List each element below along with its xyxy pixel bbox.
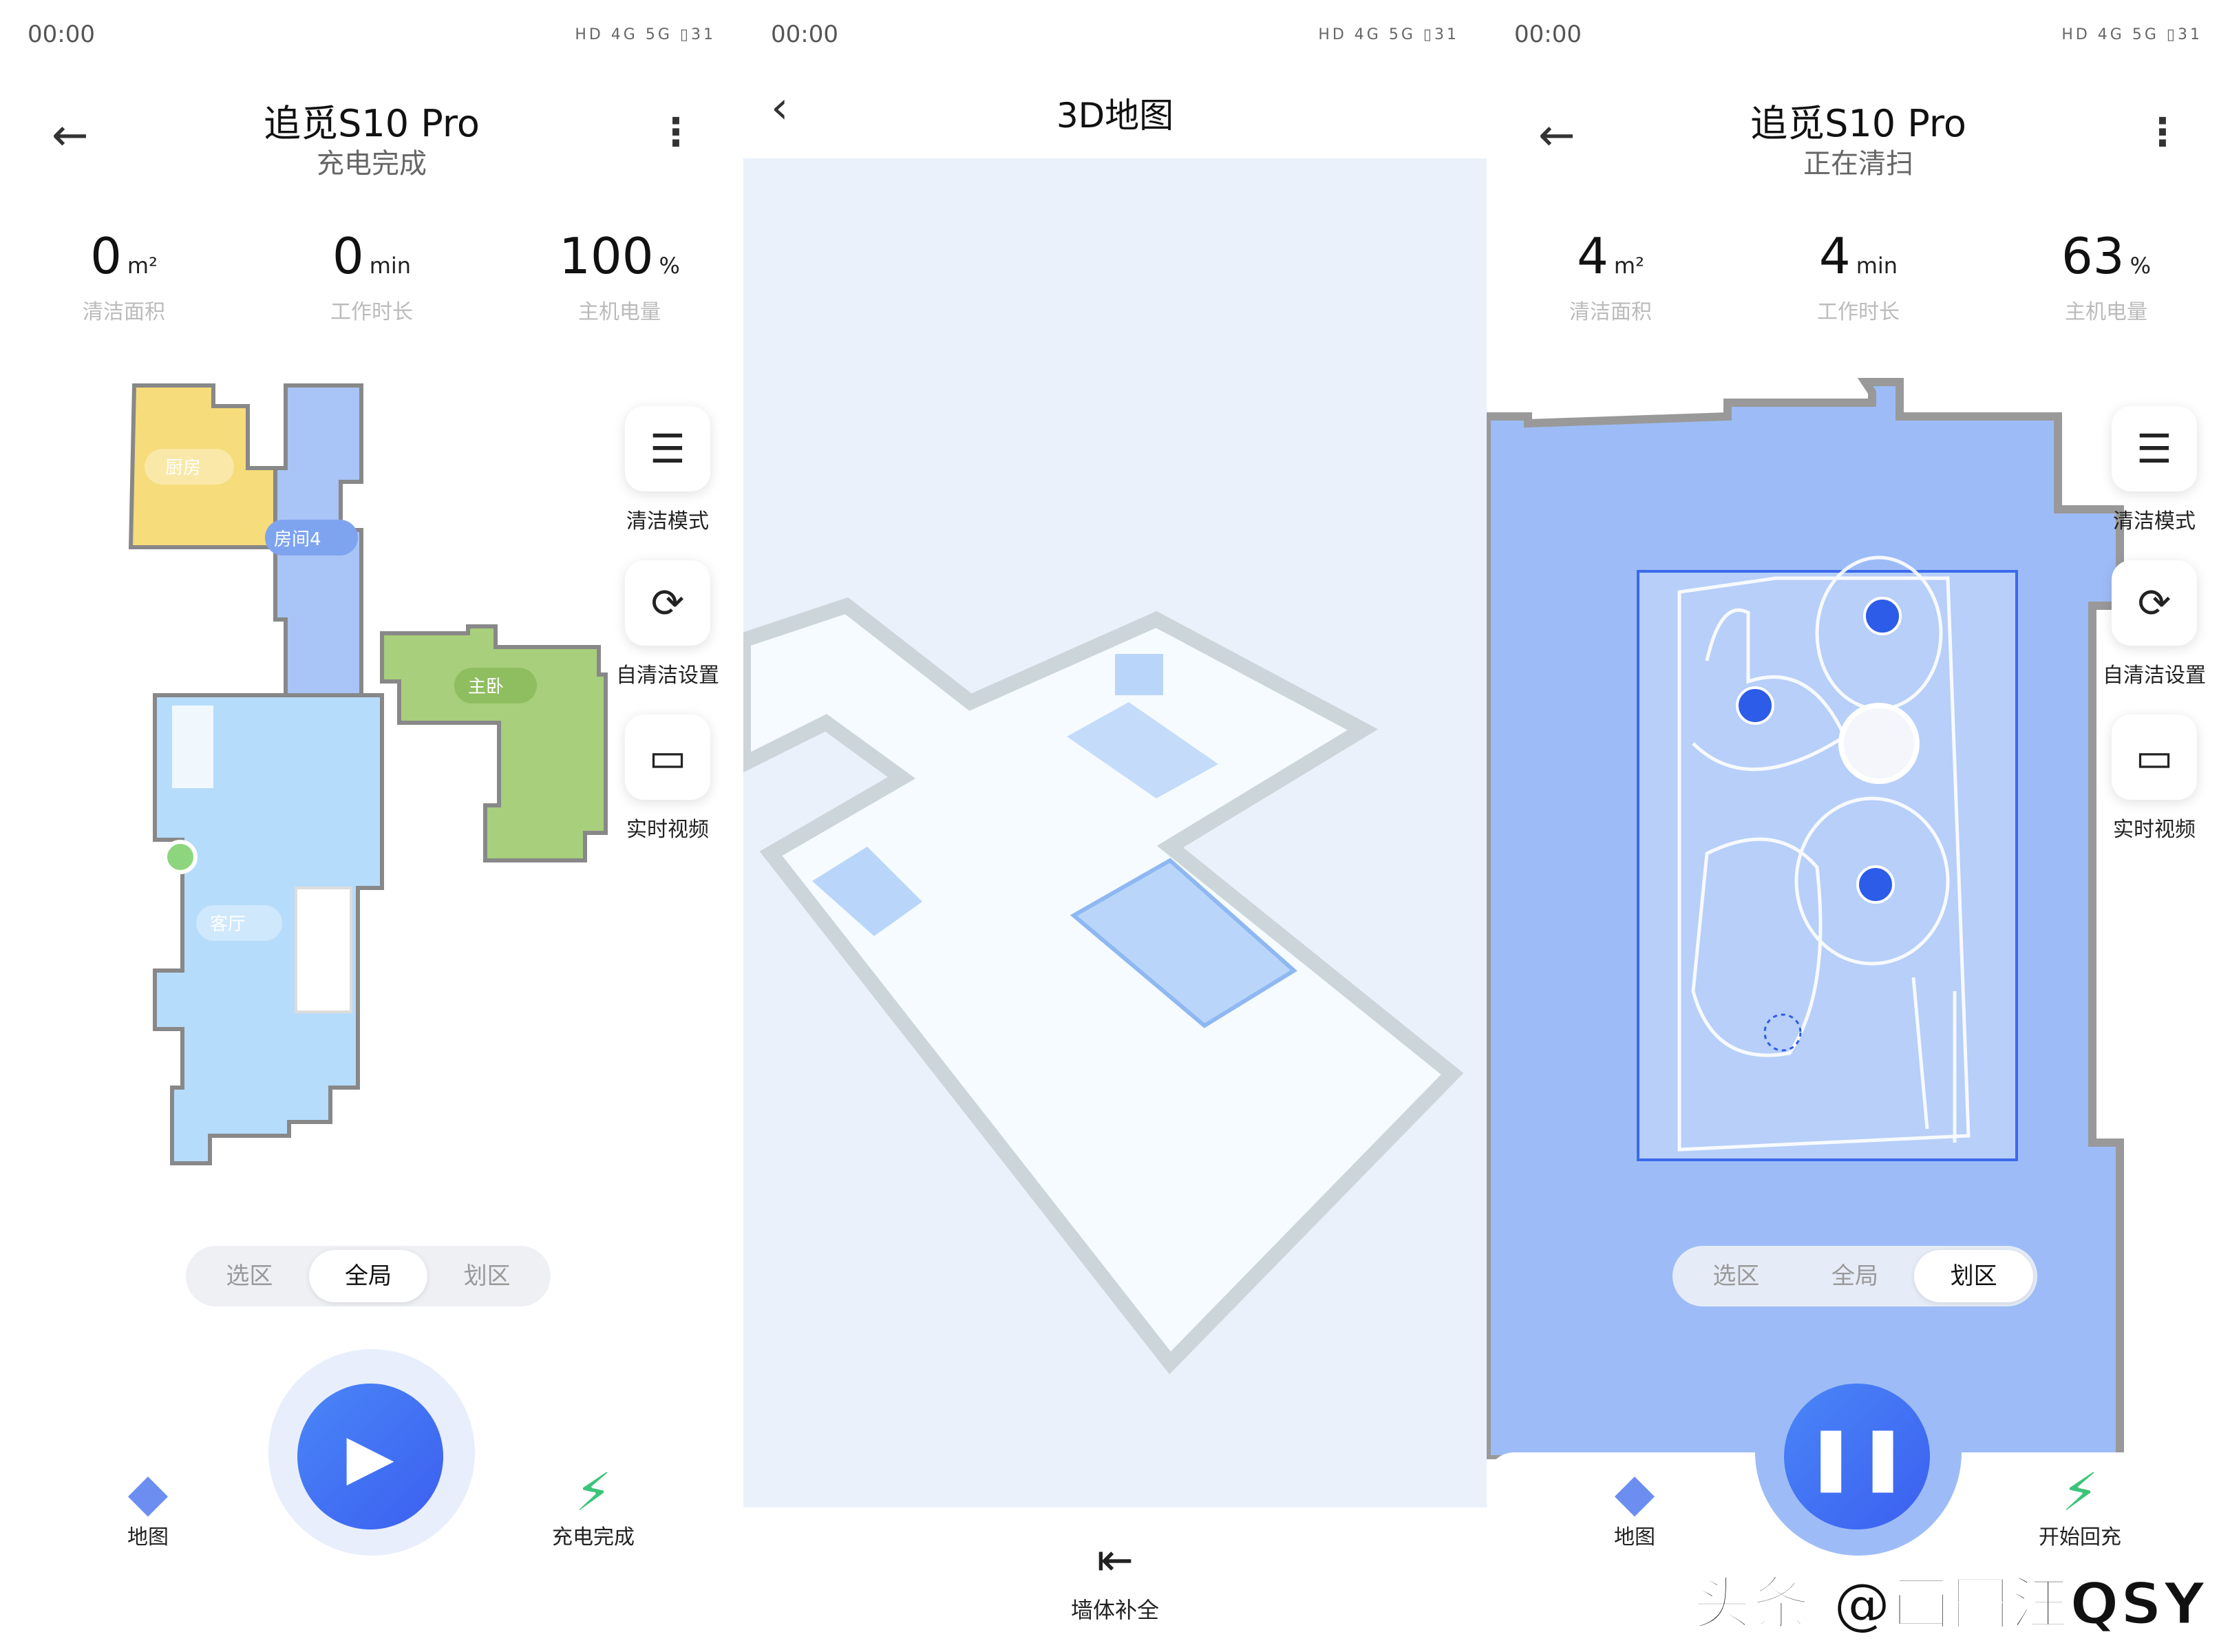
nav-charge[interactable]: ⚡充电完成 [524, 1459, 662, 1550]
device-status: 充电完成 [317, 148, 427, 180]
floor-map[interactable]: 厨房 房间4 主卧 客厅 [0, 365, 743, 1191]
room-pin-icon [1856, 865, 1895, 904]
room-label-room4: 房间4 [274, 529, 321, 550]
live-video-button[interactable]: ▭实时视频 [613, 714, 723, 869]
mode-segment: 选区 全局 划区 [186, 1246, 551, 1306]
more-menu-icon[interactable]: ⋮ [657, 110, 695, 155]
status-time: 00:00 [28, 21, 95, 48]
room-living [153, 693, 384, 1165]
wall-complete-button[interactable]: ⇤ 墙体补全 [743, 1535, 1487, 1624]
pause-button[interactable]: ❚❚ [1784, 1384, 1930, 1529]
device-title: 追觅S10 Pro [1750, 102, 1966, 145]
self-clean-icon: ⟳ [625, 560, 710, 646]
layers-icon: ◆ [1614, 1461, 1655, 1523]
device-title: 追觅S10 Pro [264, 102, 480, 145]
segment-select-area[interactable]: 选区 [1712, 1262, 1760, 1290]
lightning-icon: ⚡ [575, 1461, 612, 1523]
room-label-kitchen: 厨房 [165, 458, 201, 478]
stat-battery: 100%主机电量 [559, 227, 680, 324]
segment-global[interactable]: 全局 [1831, 1262, 1878, 1290]
more-menu-icon[interactable]: ⋮ [2143, 110, 2182, 155]
sliders-icon: ☰ [2112, 406, 2197, 491]
back-arrow-icon[interactable]: ← [52, 110, 89, 161]
nav-map[interactable]: ◆地图 [1566, 1459, 1703, 1550]
play-icon: ▶ [346, 1420, 394, 1493]
room-master [380, 624, 608, 862]
tool-column: ☰清洁模式 ⟳自清洁设置 ▭实时视频 [613, 406, 723, 869]
room-kitchen [128, 383, 277, 549]
watermark: 头条 @画图汪QSY [1692, 1569, 2207, 1639]
segment-zone[interactable]: 划区 [463, 1262, 511, 1290]
room-pin-icon [1736, 686, 1774, 725]
tool-column: ☰清洁模式 ⟳自清洁设置 ▭实时视频 [2099, 406, 2209, 869]
room-label-living: 客厅 [210, 914, 246, 935]
pause-icon: ❚❚ [1805, 1420, 1909, 1493]
segment-global[interactable]: 全局 [308, 1250, 428, 1302]
room-pin-icon [1763, 1013, 1802, 1052]
zoomed-map[interactable] [1487, 372, 2230, 1459]
sliders-icon: ☰ [625, 406, 710, 491]
room-label-master: 主卧 [468, 677, 504, 697]
video-icon: ▭ [625, 714, 710, 800]
dock-icon [163, 840, 198, 874]
self-clean-button[interactable]: ⟳自清洁设置 [2099, 560, 2209, 714]
start-button[interactable]: ▶ [297, 1384, 443, 1529]
3d-map-view[interactable] [743, 158, 1487, 1507]
device-status: 正在清扫 [1803, 148, 1913, 180]
back-chevron-icon[interactable]: ‹ [771, 83, 789, 134]
segment-zone[interactable]: 划区 [1914, 1250, 2034, 1302]
mode-segment: 选区 全局 划区 [1672, 1246, 2037, 1306]
status-icons: HD 4G 5G ▯31 [575, 25, 716, 43]
clean-mode-button[interactable]: ☰清洁模式 [2099, 406, 2209, 560]
layers-icon: ◆ [127, 1461, 169, 1523]
back-arrow-icon[interactable]: ← [1538, 110, 1575, 161]
wall-complete-icon: ⇤ [1096, 1535, 1134, 1586]
stat-battery: 63%主机电量 [2061, 227, 2152, 324]
room-pin-icon [1863, 597, 1902, 635]
self-clean-button[interactable]: ⟳自清洁设置 [613, 560, 723, 714]
live-video-button[interactable]: ▭实时视频 [2099, 714, 2209, 869]
page-title: 3D地图 [1056, 96, 1174, 136]
self-clean-icon: ⟳ [2112, 560, 2197, 646]
clean-mode-button[interactable]: ☰清洁模式 [613, 406, 723, 560]
status-bar: 00:00 HD 4G 5G ▯31 [28, 15, 716, 54]
lightning-icon: ⚡ [2061, 1461, 2099, 1523]
nav-map[interactable]: ◆地图 [79, 1459, 217, 1550]
robot-icon [1838, 703, 1920, 784]
nav-recharge[interactable]: ⚡开始回充 [2011, 1459, 2149, 1550]
segment-select-area[interactable]: 选区 [226, 1262, 273, 1290]
video-icon: ▭ [2112, 714, 2197, 800]
